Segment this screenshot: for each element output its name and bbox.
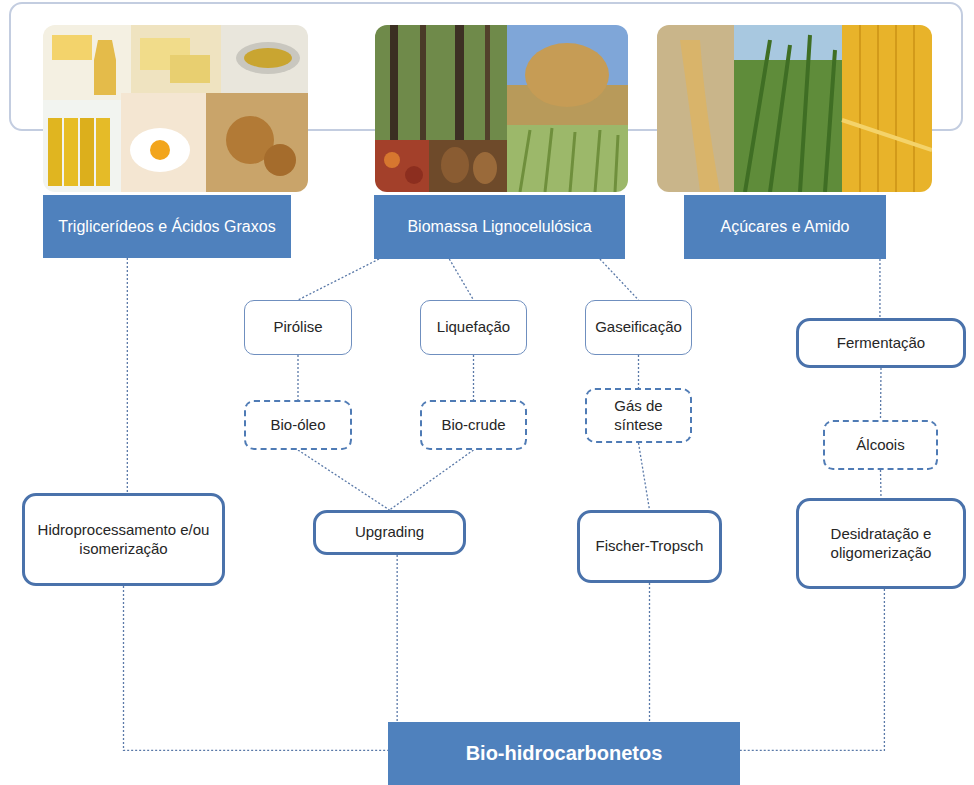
dotted-connector bbox=[879, 259, 880, 318]
process-box: Upgrading bbox=[313, 510, 466, 555]
dotted-connector bbox=[638, 355, 639, 388]
intermediate-box: Bio-óleo bbox=[244, 400, 352, 450]
process-box: Fermentação bbox=[796, 318, 966, 368]
dotted-connector bbox=[880, 368, 882, 420]
node-text: Triglicerídeos e Ácidos Graxos bbox=[58, 217, 275, 237]
dotted-connector bbox=[297, 355, 298, 400]
oils-collage bbox=[43, 25, 308, 192]
node-text: Bio-hidrocarbonetos bbox=[466, 741, 663, 766]
node-text: Fischer-Tropsch bbox=[596, 537, 704, 556]
node-text: Açúcares e Amido bbox=[721, 217, 850, 237]
intermediate-box: Álcoois bbox=[823, 420, 938, 470]
node-text: Gás de síntese bbox=[595, 397, 682, 435]
node-text: Desidratação e oligomerização bbox=[809, 525, 953, 563]
process-box: Liquefação bbox=[420, 300, 527, 355]
node-text: Álcoois bbox=[856, 436, 904, 455]
product-box: Bio-hidrocarbonetos bbox=[388, 722, 740, 785]
process-box: Hidroprocessamento e/ou isomerização bbox=[22, 493, 225, 586]
dotted-connector bbox=[449, 259, 473, 300]
process-box: Fischer-Tropsch bbox=[577, 510, 722, 583]
intermediate-box: Bio-crude bbox=[420, 400, 527, 450]
source-header: Açúcares e Amido bbox=[684, 195, 886, 259]
process-box: Gaseificação bbox=[585, 300, 692, 355]
dotted-connector bbox=[298, 259, 379, 300]
node-text: Hidroprocessamento e/ou isomerização bbox=[35, 521, 212, 559]
node-text: Bio-óleo bbox=[270, 416, 325, 435]
dotted-connector bbox=[124, 586, 389, 750]
dotted-connector bbox=[473, 355, 474, 400]
process-box: Desidratação e oligomerização bbox=[796, 498, 966, 589]
dotted-connector bbox=[600, 259, 639, 300]
dotted-connector bbox=[649, 583, 650, 722]
source-header: Biomassa Lignocelulósica bbox=[374, 195, 625, 259]
dotted-connector bbox=[740, 589, 884, 750]
node-text: Fermentação bbox=[837, 334, 925, 353]
dotted-connector bbox=[639, 443, 650, 510]
node-text: Bio-crude bbox=[441, 416, 505, 435]
dotted-connector bbox=[880, 470, 882, 498]
node-text: Biomassa Lignocelulósica bbox=[407, 217, 591, 237]
node-text: Gaseificação bbox=[595, 318, 682, 337]
dotted-connector bbox=[390, 450, 474, 510]
node-text: Upgrading bbox=[355, 523, 424, 542]
dotted-connector bbox=[396, 555, 397, 722]
node-text: Liquefação bbox=[437, 318, 510, 337]
intermediate-box: Gás de síntese bbox=[585, 388, 692, 443]
dotted-connector bbox=[127, 258, 128, 493]
process-box: Pirólise bbox=[244, 300, 352, 355]
source-header: Triglicerídeos e Ácidos Graxos bbox=[43, 195, 291, 258]
node-text: Pirólise bbox=[273, 318, 322, 337]
dotted-connector bbox=[298, 450, 390, 510]
sugars-collage bbox=[657, 25, 932, 192]
lignocellulosic-collage bbox=[375, 25, 628, 192]
